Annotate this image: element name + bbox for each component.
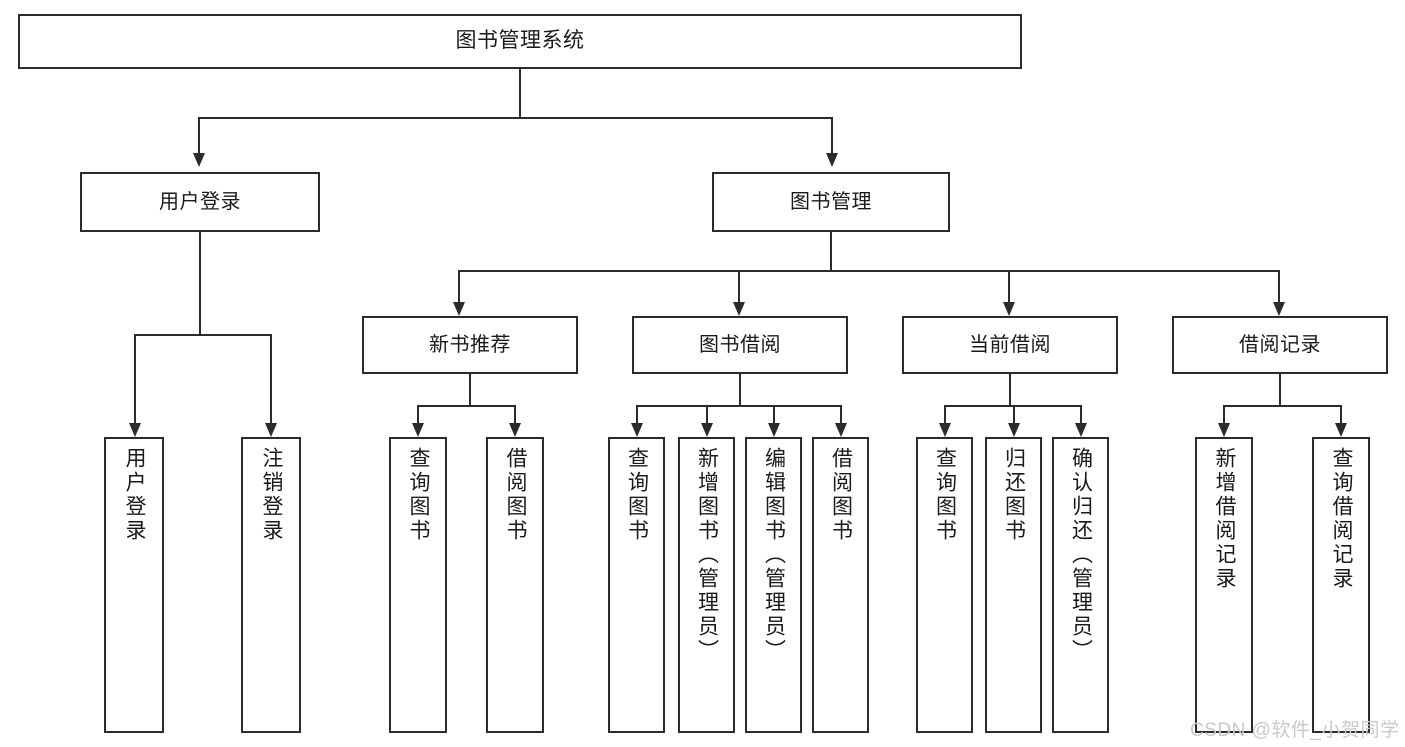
connector-user-login-stem <box>199 232 201 334</box>
connector-bm-to-book-borrow <box>738 270 740 303</box>
node-label: 用户登录 <box>159 190 241 213</box>
arrowhead-book-management <box>826 153 838 167</box>
leaf-borrow-book[interactable]: 借阅图书 <box>812 437 869 733</box>
connector-root-stem <box>519 69 521 117</box>
node-label: 用户登录 <box>123 447 147 543</box>
connector-book-borrow-to-leaf-1 <box>636 405 638 423</box>
node-label: 归还图书 <box>1002 447 1026 543</box>
connector-new-book-to-leaf-1 <box>417 405 419 423</box>
connector-book-management-bar <box>458 270 1280 272</box>
connector-user-login-bar <box>134 334 272 336</box>
connector-root-to-user-login <box>198 117 200 153</box>
leaf-logout[interactable]: 注销登录 <box>241 437 301 733</box>
node-label: 借阅记录 <box>1239 333 1321 356</box>
node-label: 图书管理 <box>790 190 872 213</box>
node-current-borrow[interactable]: 当前借阅 <box>902 316 1118 374</box>
arrowhead-current-borrow <box>1003 302 1015 316</box>
connector-book-borrow-to-leaf-4 <box>840 405 842 423</box>
connector-current-borrow-to-leaf-1 <box>944 405 946 423</box>
arrowhead-leaf-borrow-book-1 <box>509 423 521 437</box>
node-new-book-recommend[interactable]: 新书推荐 <box>362 316 578 374</box>
arrowhead-leaf-query-record <box>1335 423 1347 437</box>
connector-root-to-book-management <box>831 117 833 153</box>
node-label: 新增借阅记录 <box>1213 447 1237 591</box>
node-book-borrow[interactable]: 图书借阅 <box>632 316 848 374</box>
connector-borrow-record-to-leaf-1 <box>1223 405 1225 423</box>
leaf-query-borrow-record[interactable]: 查询借阅记录 <box>1312 437 1370 733</box>
arrowhead-book-borrow <box>733 302 745 316</box>
node-label: 查询借阅记录 <box>1330 447 1354 591</box>
connector-borrow-record-bar <box>1223 405 1341 407</box>
node-label: 查询图书 <box>933 447 957 543</box>
connector-book-borrow-to-leaf-3 <box>773 405 775 423</box>
node-label: 确认归还（管理员） <box>1069 447 1093 663</box>
connector-book-borrow-bar <box>636 405 842 407</box>
connector-user-login-to-leaf-2 <box>270 334 272 423</box>
connector-borrow-record-stem <box>1279 374 1281 405</box>
arrowhead-leaf-confirm-return <box>1075 423 1087 437</box>
leaf-user-login[interactable]: 用户登录 <box>104 437 164 733</box>
arrowhead-leaf-add-book <box>701 423 713 437</box>
arrowhead-leaf-logout <box>265 423 277 437</box>
arrowhead-leaf-add-record <box>1218 423 1230 437</box>
connector-current-borrow-to-leaf-3 <box>1080 405 1082 423</box>
connector-bm-to-current-borrow <box>1008 270 1010 303</box>
connector-user-login-to-leaf-1 <box>134 334 136 423</box>
node-label: 新书推荐 <box>429 333 511 356</box>
arrowhead-borrow-record <box>1273 302 1285 316</box>
connector-root-bar <box>198 117 832 119</box>
arrowhead-leaf-return-book <box>1008 423 1020 437</box>
arrowhead-leaf-query-book-3 <box>939 423 951 437</box>
leaf-edit-book-admin[interactable]: 编辑图书（管理员） <box>745 437 802 733</box>
leaf-add-book-admin[interactable]: 新增图书（管理员） <box>678 437 735 733</box>
leaf-add-borrow-record[interactable]: 新增借阅记录 <box>1195 437 1253 733</box>
node-user-login[interactable]: 用户登录 <box>80 172 320 232</box>
connector-book-borrow-to-leaf-2 <box>706 405 708 423</box>
leaf-borrow-book-new[interactable]: 借阅图书 <box>486 437 544 733</box>
node-label: 查询图书 <box>625 447 649 543</box>
node-label: 图书管理系统 <box>455 29 585 53</box>
connector-current-borrow-stem <box>1009 374 1011 405</box>
arrowhead-leaf-edit-book <box>768 423 780 437</box>
arrowhead-new-book <box>453 302 465 316</box>
leaf-query-book-current[interactable]: 查询图书 <box>916 437 973 733</box>
arrowhead-user-login <box>193 153 205 167</box>
node-label: 编辑图书（管理员） <box>762 447 786 663</box>
node-label: 借阅图书 <box>504 447 528 543</box>
leaf-confirm-return-admin[interactable]: 确认归还（管理员） <box>1052 437 1109 733</box>
node-label: 借阅图书 <box>829 447 853 543</box>
node-label: 新增图书（管理员） <box>695 447 719 663</box>
connector-new-book-to-leaf-2 <box>514 405 516 423</box>
connector-bm-to-borrow-record <box>1278 270 1280 303</box>
node-book-management[interactable]: 图书管理 <box>712 172 950 232</box>
connector-new-book-bar <box>417 405 516 407</box>
node-label: 图书借阅 <box>699 333 781 356</box>
connector-current-borrow-bar <box>944 405 1081 407</box>
arrowhead-leaf-query-book-2 <box>631 423 643 437</box>
leaf-query-book-borrow[interactable]: 查询图书 <box>608 437 665 733</box>
leaf-return-book[interactable]: 归还图书 <box>985 437 1042 733</box>
arrowhead-leaf-user-login <box>129 423 141 437</box>
node-label: 当前借阅 <box>969 333 1051 356</box>
leaf-query-book-new[interactable]: 查询图书 <box>389 437 447 733</box>
node-borrow-record[interactable]: 借阅记录 <box>1172 316 1388 374</box>
node-book-management-system[interactable]: 图书管理系统 <box>18 14 1022 69</box>
connector-borrow-record-to-leaf-2 <box>1340 405 1342 423</box>
connector-bm-to-new-book <box>458 270 460 303</box>
connector-current-borrow-to-leaf-2 <box>1013 405 1015 423</box>
arrowhead-leaf-borrow-book-2 <box>835 423 847 437</box>
connector-book-management-stem <box>830 232 832 271</box>
arrowhead-leaf-query-book-1 <box>412 423 424 437</box>
node-label: 注销登录 <box>260 447 284 543</box>
connector-new-book-stem <box>469 374 471 405</box>
node-label: 查询图书 <box>407 447 431 543</box>
connector-book-borrow-stem <box>739 374 741 405</box>
